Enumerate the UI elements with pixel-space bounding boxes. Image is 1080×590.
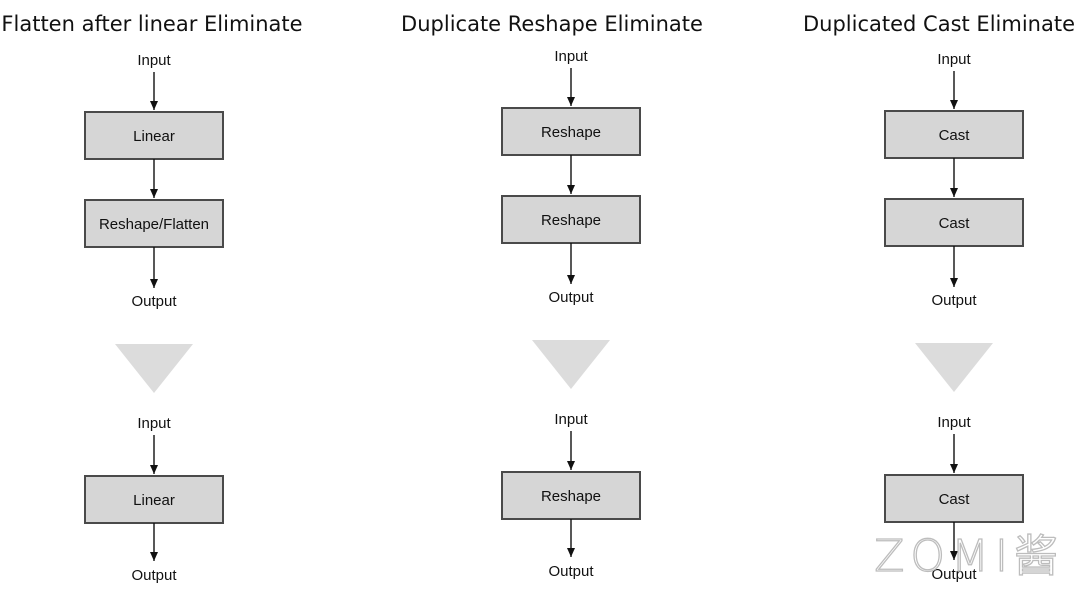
reshape-flatten-node xyxy=(84,199,224,248)
transform-down-arrow-icon xyxy=(532,340,610,389)
cast-node-after xyxy=(884,474,1024,523)
before-output-label: Output xyxy=(131,293,177,310)
column-title: Duplicate Reshape Eliminate xyxy=(401,12,703,36)
reshape-node-2 xyxy=(501,195,641,244)
cast-node-after-label: Cast xyxy=(939,491,971,508)
reshape-node-2-label: Reshape xyxy=(541,212,601,229)
after-output-label: Output xyxy=(131,567,177,584)
watermark-logo: ZOMI酱 xyxy=(874,531,1064,582)
after-input-label: Input xyxy=(137,415,171,432)
reshape-node-1-label: Reshape xyxy=(541,124,601,141)
reshape-node-after-label: Reshape xyxy=(541,488,601,505)
cast-node-1-label: Cast xyxy=(939,127,971,144)
after-output-label: Output xyxy=(931,566,977,583)
cast-node-2-label: Cast xyxy=(939,215,971,232)
before-input-label: Input xyxy=(554,48,588,65)
before-output-label: Output xyxy=(548,289,594,306)
transform-down-arrow-icon xyxy=(115,344,193,393)
after-input-label: Input xyxy=(937,414,971,431)
after-input-label: Input xyxy=(554,411,588,428)
linear-node-after xyxy=(84,475,224,524)
column-duplicated-cast: Duplicated Cast Eliminate Input Cast Cas… xyxy=(803,12,1075,583)
column-duplicate-reshape: Duplicate Reshape Eliminate Input Reshap… xyxy=(401,12,703,580)
linear-node-label: Linear xyxy=(133,128,175,145)
column-flatten-after-linear: Flatten after linear Eliminate Input Lin… xyxy=(1,12,302,584)
before-output-label: Output xyxy=(931,292,977,309)
cast-node-1 xyxy=(884,110,1024,159)
column-title: Flatten after linear Eliminate xyxy=(1,12,302,36)
column-title: Duplicated Cast Eliminate xyxy=(803,12,1075,36)
after-output-label: Output xyxy=(548,563,594,580)
reshape-flatten-node-label: Reshape/Flatten xyxy=(99,216,209,233)
before-input-label: Input xyxy=(937,51,971,68)
before-input-label: Input xyxy=(137,52,171,69)
transform-down-arrow-icon xyxy=(915,343,993,392)
linear-node-after-label: Linear xyxy=(133,492,175,509)
